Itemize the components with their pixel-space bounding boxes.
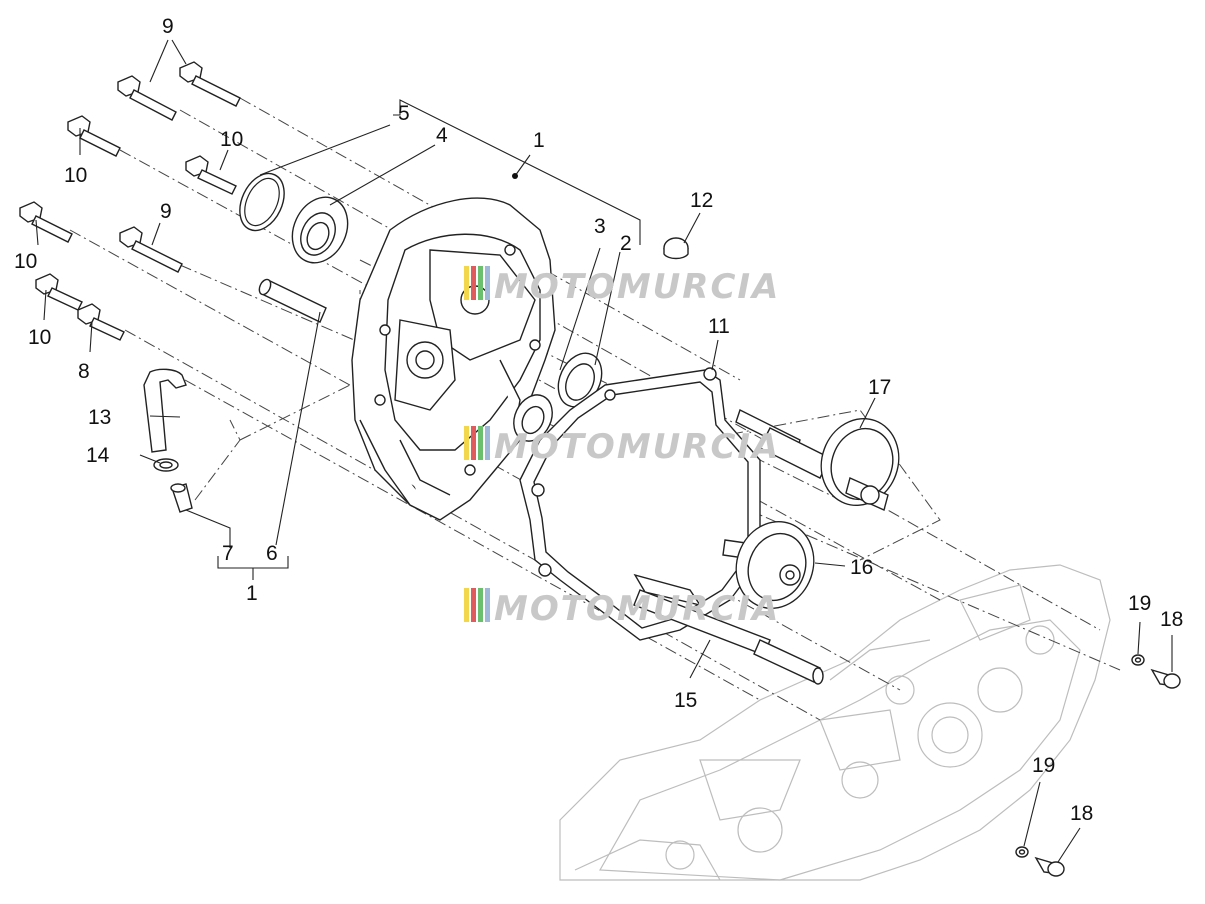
washer-19-top — [1131, 654, 1145, 666]
callout-3: 3 — [594, 215, 606, 238]
callout-14: 14 — [86, 444, 110, 467]
callout-10-b: 10 — [220, 128, 243, 151]
watermark-stripe — [485, 426, 490, 460]
watermark-stripe — [464, 588, 469, 622]
callout-11: 11 — [708, 315, 730, 338]
watermark-stripe — [478, 588, 483, 622]
bolt-9-c — [119, 226, 183, 273]
oil-seal-2 — [557, 352, 603, 408]
callout-labels: 9 10 10 9 10 10 8 5 4 1 3 2 12 11 17 16 … — [14, 15, 1183, 825]
bolt-10-a — [67, 115, 121, 157]
bolt-10-d — [35, 273, 83, 311]
callout-8: 8 — [78, 360, 90, 383]
leader-lines — [35, 39, 1173, 863]
watermark-stripe — [478, 426, 483, 460]
callout-15: 15 — [674, 689, 697, 712]
callout-16: 16 — [850, 556, 873, 579]
dowel-pin-6 — [258, 278, 327, 323]
bearing-3 — [513, 394, 553, 442]
crankcase-ghost — [559, 564, 1111, 881]
washer-19-bottom — [1015, 846, 1029, 858]
watermark-text: MOTOMURCIA — [494, 589, 780, 629]
callout-1-top: 1 — [533, 129, 545, 152]
callout-18-top: 18 — [1160, 608, 1183, 631]
callout-7: 7 — [222, 542, 234, 565]
watermark-stripe — [478, 266, 483, 300]
bolt-10-b — [185, 155, 237, 195]
callout-17: 17 — [868, 376, 891, 399]
gear-16 — [722, 520, 815, 610]
circlip-5 — [239, 172, 285, 232]
bolt-9-a — [117, 75, 177, 121]
watermark-stripe — [464, 426, 469, 460]
callout-13: 13 — [88, 406, 111, 429]
callout-19-top: 19 — [1128, 592, 1151, 615]
screw-18-top — [1150, 668, 1181, 689]
transmission-cover-1 — [351, 197, 556, 521]
watermark-stripe — [485, 588, 490, 622]
watermark-stripe — [485, 266, 490, 300]
watermark-top: MOTOMURCIA — [464, 266, 780, 307]
watermark-stripe — [471, 426, 476, 460]
hose-13 — [143, 368, 187, 453]
callout-10-a: 10 — [64, 164, 87, 187]
plug-12 — [663, 237, 689, 260]
callout-2: 2 — [620, 232, 632, 255]
watermark-stripe — [464, 266, 469, 300]
output-shaft-15 — [633, 573, 824, 685]
callout-9-mid: 9 — [160, 200, 172, 223]
fitting-7 — [170, 483, 193, 513]
callout-10-d: 10 — [28, 326, 51, 349]
callout-19-bottom: 19 — [1032, 754, 1055, 777]
bolt-8 — [77, 303, 125, 341]
clip-14 — [153, 458, 179, 472]
bearing-4 — [291, 196, 349, 264]
callout-9-top: 9 — [162, 15, 174, 38]
callout-18-bottom: 18 — [1070, 802, 1093, 825]
callout-5: 5 — [398, 102, 410, 125]
bolt-10-c — [19, 201, 73, 243]
gear-shaft-17 — [735, 409, 900, 511]
watermark-stripe — [471, 588, 476, 622]
watermark-stripe — [471, 266, 476, 300]
callout-10-c: 10 — [14, 250, 37, 273]
gasket-11 — [519, 367, 761, 641]
watermark-text: MOTOMURCIA — [494, 267, 780, 307]
watermark-middle: MOTOMURCIA — [464, 426, 780, 467]
screw-18-bottom — [1034, 856, 1065, 877]
bolt-9-b — [179, 61, 241, 107]
callout-6: 6 — [266, 542, 278, 565]
callout-4: 4 — [436, 124, 448, 147]
callout-1-bottom: 1 — [246, 582, 258, 605]
watermark-text: MOTOMURCIA — [494, 427, 780, 467]
watermark-bottom: MOTOMURCIA — [464, 588, 780, 629]
callout-12: 12 — [690, 189, 713, 212]
